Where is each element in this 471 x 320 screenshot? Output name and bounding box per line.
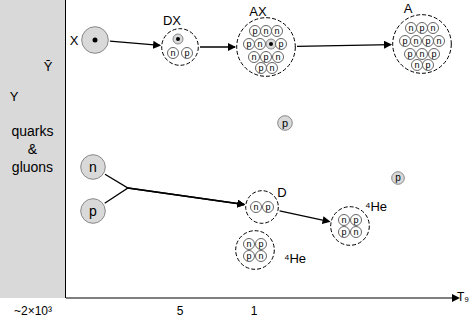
tick-label: 5: [177, 305, 184, 317]
reaction-arrow: [200, 46, 235, 47]
nucleon: p: [181, 47, 193, 59]
circle-shape: [246, 191, 279, 224]
quark-gluon-band: quarks & gluons: [0, 0, 66, 298]
circle-shape: [162, 29, 199, 66]
circle-outline: [161, 28, 199, 66]
circle-shape: [82, 27, 109, 54]
nucleon: n: [410, 35, 422, 47]
nucleus-circle: ⁴Henppn: [235, 230, 275, 270]
nucleus-circle: AXpnnpnpnpnpn: [236, 17, 296, 77]
particle-label: DX: [163, 14, 181, 27]
reaction-arrow: [280, 211, 330, 222]
particle-symbol: p: [395, 173, 401, 183]
particle-symbol: n: [89, 160, 97, 174]
particle-label: AX: [249, 5, 266, 18]
nucleus-circle: Anpnpnpnpnpnp: [392, 14, 452, 74]
nucleon: p: [255, 238, 267, 250]
x-dot: [176, 37, 180, 41]
circle-shape: [81, 199, 106, 224]
particle-symbol: p: [282, 118, 288, 129]
circle-shape: [278, 116, 293, 131]
particle-circle: p: [391, 171, 405, 185]
circle-shape: [236, 231, 275, 270]
circle-outline: [330, 206, 370, 246]
particle-circle: p: [80, 198, 106, 224]
circle-outline: [81, 26, 109, 54]
nucleus-circle: ⁴Henppn: [330, 206, 370, 246]
nucleon: n: [167, 47, 179, 59]
nucleon: p: [243, 250, 255, 262]
nucleon: p: [262, 201, 274, 213]
nucleon: n: [243, 238, 255, 250]
nucleon: n: [271, 25, 283, 37]
nucleon: n: [272, 51, 284, 63]
particle-label: A: [404, 2, 413, 15]
nucleon: p: [275, 38, 287, 50]
reaction-arrow: [105, 174, 244, 204]
circle-shape: [393, 15, 452, 74]
nucleon: p: [350, 214, 362, 226]
nucleon: p: [338, 226, 350, 238]
circle-shape: [392, 172, 405, 185]
nucleus-circle: DXnp: [161, 28, 199, 66]
reaction-arrow: [110, 41, 160, 45]
reaction-arrow: [297, 45, 391, 47]
particle-label: Ȳ: [44, 60, 53, 73]
nucleon: n: [254, 38, 266, 50]
nucleon: n: [338, 214, 350, 226]
nucleon: n: [250, 201, 262, 213]
tick-label: 1: [251, 305, 258, 317]
particle-circle: n: [80, 154, 106, 180]
nucleon: p: [422, 59, 434, 71]
particle-label: X: [70, 34, 79, 47]
particle-label: Y: [10, 90, 19, 103]
circle-shape: [331, 207, 370, 246]
particle-symbol: p: [89, 204, 97, 218]
circle-shape: [81, 155, 106, 180]
nucleon: n: [266, 62, 278, 74]
band-label: quarks & gluons: [8, 122, 58, 177]
particle-label: ⁴He: [365, 200, 387, 213]
x-dot: [93, 38, 98, 43]
particle-circle: X: [81, 26, 109, 54]
nucleon: n: [350, 226, 362, 238]
x-particle: [173, 34, 183, 44]
circle-shape: [237, 18, 296, 77]
nucleon: n: [255, 250, 267, 262]
axis-line: [66, 297, 452, 298]
particle-label: ⁴He: [284, 252, 306, 265]
axis-label: T₉: [457, 291, 469, 303]
nucleon: n: [427, 22, 439, 34]
tick-label: ~2×10³: [14, 305, 52, 317]
nucleus-circle: Dnp: [245, 190, 279, 224]
nucleon: p: [404, 48, 416, 60]
nucleon: n: [248, 51, 260, 63]
reaction-arrow: [105, 188, 245, 205]
x-dot: [269, 42, 273, 46]
nucleon: p: [428, 48, 440, 60]
particle-label: D: [277, 186, 286, 199]
circle-outline: [235, 230, 275, 270]
nucleon: n: [433, 35, 445, 47]
particle-circle: p: [277, 115, 293, 131]
